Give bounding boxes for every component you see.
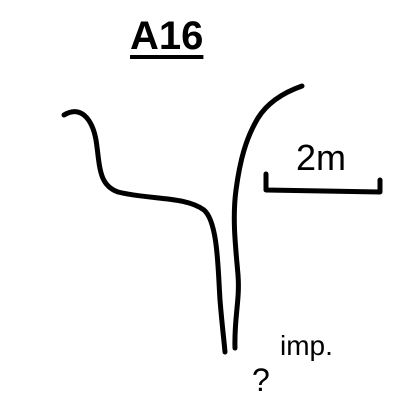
figure-title: A16 <box>130 14 204 58</box>
imp-annotation: imp. <box>280 330 333 361</box>
scale-bar <box>263 171 383 195</box>
scale-bar-label: 2m <box>296 137 347 178</box>
left-profile-line <box>61 109 228 355</box>
right-profile-line <box>231 83 305 351</box>
question-annotation: ? <box>252 362 270 398</box>
